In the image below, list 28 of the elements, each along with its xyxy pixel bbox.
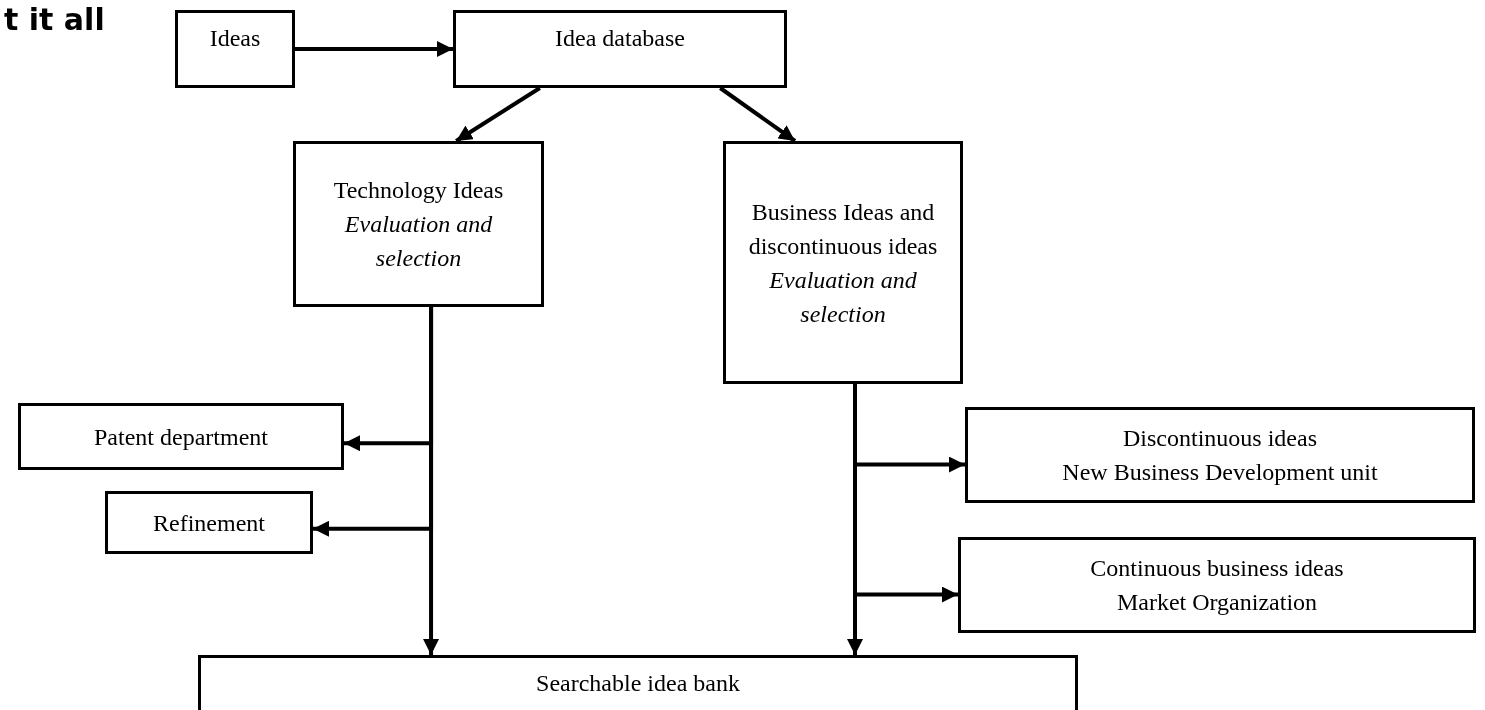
box-text: Discontinuous ideas	[1123, 424, 1317, 453]
arrow	[455, 86, 541, 143]
process-box	[723, 141, 963, 384]
process-box	[965, 407, 1475, 503]
box-text: Continuous business ideas	[1090, 554, 1344, 583]
arrow	[847, 384, 863, 655]
box-text: Searchable idea bank	[536, 669, 740, 698]
box-text: Market Organization	[1116, 588, 1318, 617]
box-text: Evaluation and selection	[768, 265, 918, 329]
arrow	[719, 86, 797, 143]
process-box	[293, 141, 544, 307]
process-box	[958, 537, 1476, 633]
box-text: New Business Development unit	[1062, 458, 1378, 487]
process-box	[105, 491, 313, 554]
heading-fragment: t it all	[4, 2, 105, 38]
box-text: Patent department	[94, 422, 268, 452]
process-box	[198, 655, 1078, 710]
box-text: Idea database	[555, 24, 685, 53]
arrow	[423, 307, 440, 655]
arrow	[295, 41, 453, 57]
box-text: Business Ideas and discontinuous ideas	[747, 197, 939, 261]
process-box	[453, 10, 787, 88]
box-text: Technology Ideas	[333, 176, 504, 205]
box-text: Refinement	[153, 508, 265, 538]
box-text: Evaluation and selection	[343, 210, 494, 273]
process-box	[18, 403, 344, 470]
process-box	[175, 10, 295, 88]
box-text: Ideas	[209, 24, 261, 53]
